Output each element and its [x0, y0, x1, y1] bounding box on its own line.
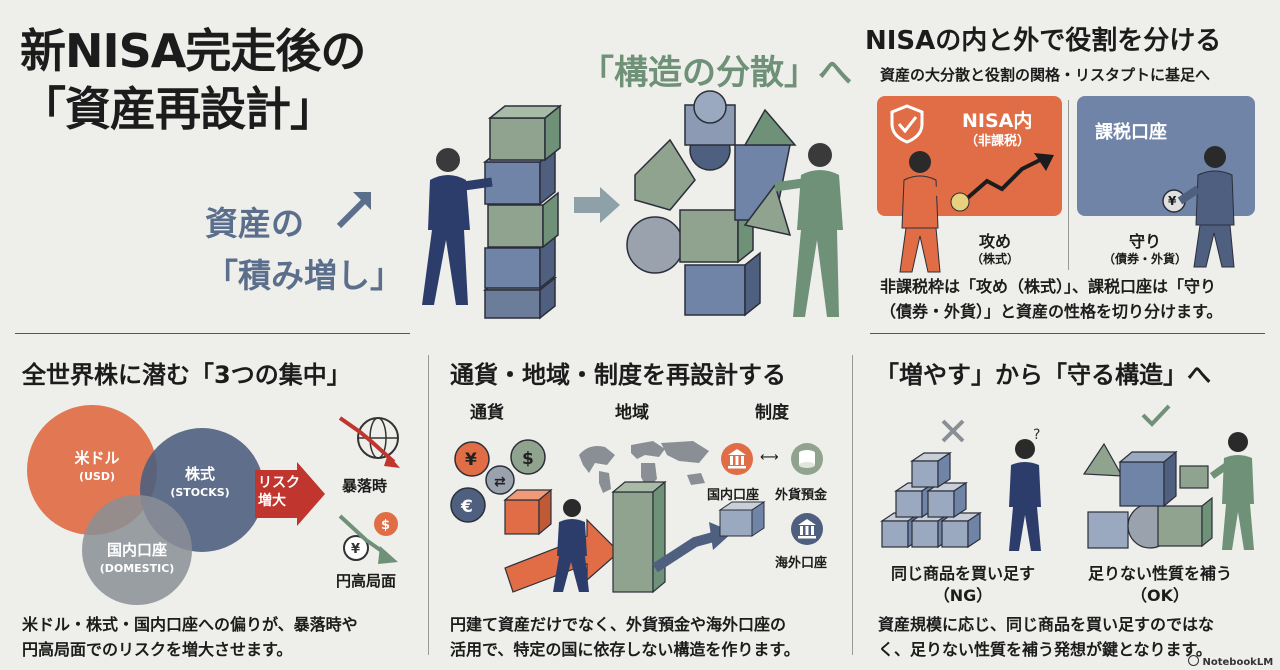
nisa-card-title: NISA内: [962, 110, 1033, 132]
confused-investor-figure: ?: [1009, 427, 1041, 551]
top-left-divider: [15, 333, 410, 334]
hero-title-line2: 「資産再設計」: [20, 82, 336, 136]
risk-label-line1: リスク: [258, 475, 300, 491]
yen-rise-icon: $ ¥: [338, 512, 398, 564]
hero-title-line1: 新NISA完走後の: [20, 24, 366, 78]
top-right-divider: [870, 333, 1265, 334]
svg-text:$: $: [522, 449, 534, 469]
domestic-account-bank-icon: [721, 443, 753, 475]
inst-domestic-label: 国内口座: [707, 488, 760, 503]
hero-accent-left: 資産の 「積み増し」: [205, 198, 403, 302]
nisa-panel-body: 非課税枠は「攻め（株式）」、課税口座は「守り （債券・外貨）」と資産の性格を切り…: [880, 274, 1222, 324]
cross-mark-icon: [941, 419, 965, 443]
venn-domestic-label: 国内口座: [106, 541, 167, 559]
yen-coin-icon: ¥: [1168, 194, 1177, 208]
concentration-venn-diagram: [27, 405, 264, 605]
complementary-blocks-illustration: [1082, 442, 1213, 549]
bottom-divider-1: [428, 355, 429, 655]
hero-title: 新NISA完走後の 「資産再設計」: [20, 22, 366, 138]
inst-foreign-deposit-label: 外貨預金: [775, 488, 828, 503]
svg-text:⇄: ⇄: [494, 474, 506, 490]
svg-text:¥: ¥: [465, 450, 477, 470]
redesign-growth-illustration: [503, 480, 733, 594]
protect-ok-caption-sub: （OK）: [1130, 586, 1189, 605]
nisa-panel-subtitle: 資産の大分散と役割の関格・リスタプトに基足へ: [880, 66, 1211, 84]
foreign-deposit-coins-icon: [791, 443, 823, 475]
nisa-attack-caption: 攻め: [978, 232, 1011, 251]
bottom-divider-2: [852, 355, 853, 655]
svg-text:$: $: [381, 518, 390, 533]
concentration-body: 米ドル・株式・国内口座への偏りが、暴落時や 円高局面でのリスクを増大させます。: [22, 612, 358, 662]
globe-crash-icon: [338, 416, 400, 468]
hero-accent-left-line2: 「積み増し」: [205, 256, 403, 295]
svg-text:¥: ¥: [351, 542, 360, 557]
redesign-col-region: 地域: [615, 403, 649, 423]
inst-overseas-label: 海外口座: [775, 556, 828, 571]
protect-body-line2: く、足りない性質を補う発想が鍵となります。: [878, 640, 1212, 659]
protect-ng-caption-sub: （NG）: [933, 586, 993, 605]
risk-label-line2: 増大: [258, 493, 286, 509]
svg-text:?: ?: [1033, 427, 1040, 443]
venn-stocks-sub: (STOCKS): [170, 486, 230, 499]
taxable-defense-caption-sub: （債券・外貨）: [1102, 252, 1187, 266]
nisa-panel-body-line1: 非課税枠は「攻め（株式）」、課税口座は「守り: [880, 277, 1217, 296]
redesign-title: 通貨・地域・制度を再設計する: [450, 361, 786, 389]
concentration-title: 全世界株に潜む「3つの集中」: [22, 361, 351, 389]
concentration-body-line2: 円高局面でのリスクを増大させます。: [22, 640, 293, 659]
redesign-body: 円建て資産だけでなく、外貨預金や海外口座の 活用で、特定の国に依存しない構造を作…: [450, 612, 800, 662]
identical-cubes-illustration: [880, 451, 982, 549]
footer-brand-text: NotebookLM: [1202, 657, 1274, 668]
venn-domestic-sub: (DOMESTIC): [99, 562, 175, 575]
svg-text:€: €: [460, 497, 473, 517]
overseas-account-bank-icon: [791, 513, 823, 545]
crash-label: 暴落時: [342, 477, 388, 495]
risk-arrow-icon: [255, 462, 325, 526]
bidirectional-arrow-icon: ⟷: [760, 450, 779, 465]
building-investor-figure: [1209, 432, 1254, 550]
protect-ng-caption: 同じ商品を買い足す: [890, 564, 1035, 583]
check-mark-icon: [1141, 404, 1171, 427]
venn-stocks-label: 株式: [184, 465, 215, 483]
rising-chart-icon: [962, 153, 1054, 203]
nisa-card-subtitle: （非課税）: [965, 134, 1031, 149]
yen-strength-label: 円高局面: [336, 572, 397, 590]
protect-title: 「増やす」から「守る構造」へ: [875, 361, 1211, 389]
hero-accent-right: 「構造の分散」へ: [580, 53, 852, 93]
system-cube-icon: [718, 501, 766, 537]
protect-body: 資産規模に応じ、同じ商品を買い足すのではな く、足りない性質を補う発想が鍵となり…: [878, 612, 1214, 662]
shield-check-icon: [890, 104, 924, 144]
taxable-defense-caption: 守り: [1128, 232, 1161, 251]
transition-arrow-icon: [574, 187, 620, 223]
growth-arrow-icon: [336, 192, 371, 229]
protect-ok-caption: 足りない性質を補う: [1087, 564, 1232, 583]
nisa-panel-title: NISAの内と外で役割を分ける: [865, 26, 1222, 56]
taxable-investor-figure: [1162, 146, 1235, 268]
hero-accent-left-line1: 資産の: [205, 204, 304, 243]
footer-brand: NotebookLM: [1188, 655, 1273, 668]
protect-body-line1: 資産規模に応じ、同じ商品を買い足すのではな: [878, 615, 1215, 634]
diversified-structure-illustration: [626, 90, 843, 317]
risk-label: リスク 増大: [258, 474, 300, 510]
notebooklm-logo-icon: [1188, 655, 1199, 666]
venn-usd-label: 米ドル: [74, 449, 120, 467]
nisa-panel-divider: [1068, 100, 1069, 270]
world-map-icon: [579, 441, 709, 493]
stacked-tower-illustration: [422, 104, 563, 320]
venn-usd-sub: (USD): [78, 470, 116, 483]
nisa-investor-figure: [899, 151, 970, 273]
redesign-col-currency: 通貨: [470, 403, 504, 423]
nisa-panel-body-line2: （債券・外貨）」と資産の性格を切り分けます。: [880, 302, 1223, 321]
redesign-col-system: 制度: [755, 403, 789, 423]
concentration-body-line1: 米ドル・株式・国内口座への偏りが、暴落時や: [22, 615, 358, 634]
currency-coins-icon: ¥ $ ⇄ €: [450, 439, 546, 523]
taxable-card-title: 課税口座: [1095, 122, 1167, 143]
redesign-body-line2: 活用で、特定の国に依存しない構造を作ります。: [450, 640, 800, 659]
nisa-attack-caption-sub: （株式）: [970, 252, 1019, 266]
redesign-body-line1: 円建て資産だけでなく、外貨預金や海外口座の: [450, 615, 787, 634]
